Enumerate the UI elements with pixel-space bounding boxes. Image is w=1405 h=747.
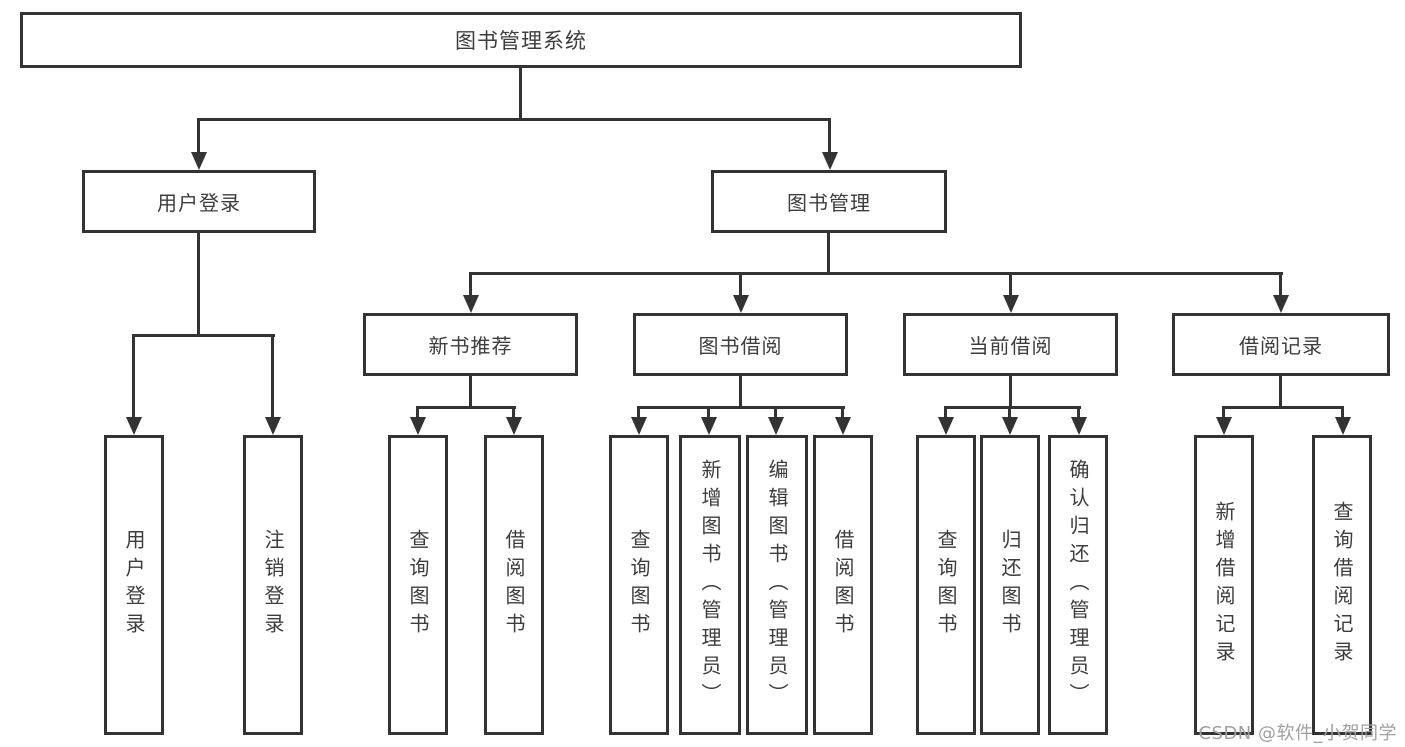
leaf-label: 借阅图书 bbox=[831, 529, 855, 641]
arrow-down-icon bbox=[828, 118, 831, 152]
leaf-label: 查询图书 bbox=[627, 529, 651, 641]
arrow-down-icon bbox=[1279, 272, 1282, 295]
node-label: 新书推荐 bbox=[428, 334, 513, 358]
node-new-book-recommend: 新书推荐 bbox=[363, 313, 578, 376]
leaf-borrow-book: 借阅图书 bbox=[813, 435, 873, 735]
leaf-confirm-return-admin: 确认归还（管理员） bbox=[1048, 435, 1108, 735]
arrow-down-icon bbox=[132, 334, 135, 417]
leaf-edit-book-admin: 编辑图书（管理员） bbox=[746, 435, 808, 735]
leaf-borrow-book-recommend: 借阅图书 bbox=[484, 435, 544, 735]
connector-line bbox=[469, 272, 1283, 275]
leaf-query-book-borrow: 查询图书 bbox=[609, 435, 669, 735]
arrow-down-icon bbox=[774, 406, 777, 417]
leaf-add-book-admin: 新增图书（管理员） bbox=[679, 435, 741, 735]
connector-line bbox=[637, 406, 845, 409]
leaf-label: 编辑图书（管理员） bbox=[765, 459, 789, 711]
connector-line bbox=[1279, 376, 1282, 409]
leaf-add-borrow-record: 新增借阅记录 bbox=[1194, 435, 1254, 735]
node-label: 当前借阅 bbox=[968, 334, 1053, 358]
node-borrow-record: 借阅记录 bbox=[1172, 313, 1390, 376]
leaf-label: 确认归还（管理员） bbox=[1066, 459, 1090, 711]
arrow-down-icon bbox=[271, 334, 274, 417]
arrow-down-icon bbox=[841, 406, 844, 417]
leaf-logout: 注销登录 bbox=[243, 435, 303, 735]
node-label: 图书借阅 bbox=[698, 334, 783, 358]
leaf-label: 归还图书 bbox=[998, 529, 1022, 641]
arrow-down-icon bbox=[1222, 406, 1225, 417]
leaf-return-book: 归还图书 bbox=[980, 435, 1040, 735]
arrow-down-icon bbox=[469, 272, 472, 295]
node-label: 借阅记录 bbox=[1239, 334, 1323, 358]
leaf-label: 用户登录 bbox=[122, 529, 146, 641]
leaf-label: 注销登录 bbox=[261, 529, 285, 641]
leaf-label: 查询借阅记录 bbox=[1330, 501, 1354, 669]
connector-line bbox=[469, 376, 472, 409]
leaf-label: 查询图书 bbox=[406, 529, 430, 641]
node-label: 图书管理系统 bbox=[455, 29, 587, 53]
leaf-label: 新增图书（管理员） bbox=[698, 459, 722, 711]
node-current-borrow: 当前借阅 bbox=[903, 313, 1118, 376]
connector-line bbox=[739, 376, 742, 409]
leaf-query-borrow-record: 查询借阅记录 bbox=[1312, 435, 1372, 735]
arrow-down-icon bbox=[707, 406, 710, 417]
arrow-down-icon bbox=[512, 406, 515, 417]
node-book-borrow: 图书借阅 bbox=[633, 313, 848, 376]
arrow-down-icon bbox=[416, 406, 419, 417]
arrow-down-icon bbox=[1341, 406, 1344, 417]
node-label: 图书管理 bbox=[787, 191, 871, 215]
csdn-watermark: CSDN @软件_小贺同学 bbox=[1198, 723, 1397, 744]
arrow-down-icon bbox=[739, 272, 742, 295]
connector-line bbox=[519, 68, 522, 120]
arrow-down-icon bbox=[944, 406, 947, 417]
arrow-down-icon bbox=[1008, 406, 1011, 417]
leaf-label: 借阅图书 bbox=[502, 529, 526, 641]
node-label: 用户登录 bbox=[157, 191, 241, 215]
arrow-down-icon bbox=[1077, 406, 1080, 417]
connector-line bbox=[944, 406, 1081, 409]
leaf-user-login: 用户登录 bbox=[104, 435, 164, 735]
connector-line bbox=[827, 233, 830, 275]
arrow-down-icon bbox=[1009, 272, 1012, 295]
connector-line bbox=[197, 118, 831, 121]
arrow-down-icon bbox=[197, 118, 200, 152]
node-user-login: 用户登录 bbox=[82, 170, 316, 233]
arrow-down-icon bbox=[637, 406, 640, 417]
connector-line bbox=[197, 233, 200, 337]
connector-line bbox=[133, 334, 275, 337]
leaf-label: 新增借阅记录 bbox=[1212, 501, 1236, 669]
connector-line bbox=[416, 406, 516, 409]
connector-line bbox=[1009, 376, 1012, 409]
leaf-query-book-current: 查询图书 bbox=[916, 435, 976, 735]
leaf-query-book-recommend: 查询图书 bbox=[388, 435, 448, 735]
node-book-management: 图书管理 bbox=[711, 170, 947, 233]
connector-line bbox=[1222, 406, 1344, 409]
node-root-library-system: 图书管理系统 bbox=[20, 12, 1022, 68]
leaf-label: 查询图书 bbox=[934, 529, 958, 641]
